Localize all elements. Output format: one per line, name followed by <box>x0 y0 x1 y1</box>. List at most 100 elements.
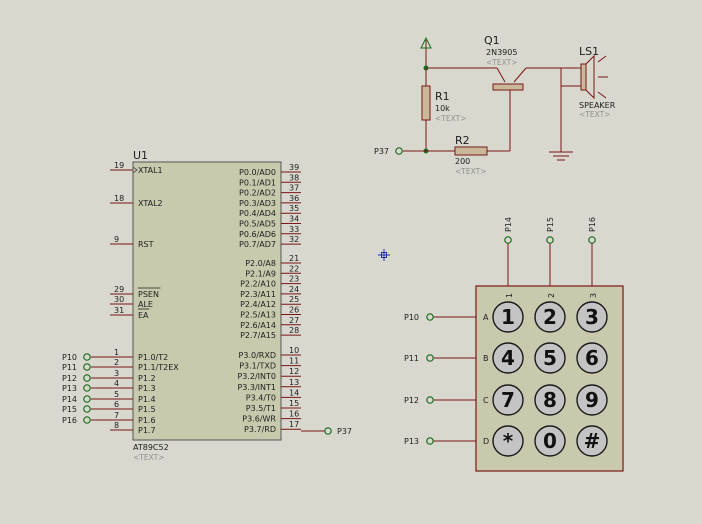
r2-text-label: <TEXT> <box>455 167 486 176</box>
ls1-ref-label: LS1 <box>579 45 599 58</box>
keypad-key-3[interactable]: 3 <box>576 301 608 333</box>
keypad-key-6[interactable]: 6 <box>576 342 608 374</box>
u1-pin-name: P1.5 <box>138 405 156 414</box>
driver-circuit[interactable] <box>403 36 608 161</box>
u1-pin-3[interactable]: 3P1.2 <box>110 369 156 383</box>
keypad-key-2[interactable]: 2 <box>534 301 566 333</box>
u1-pin-name: P2.0/A8 <box>245 259 276 268</box>
u1-pin-7[interactable]: 7P1.6 <box>110 411 156 425</box>
u1-ref-label: U1 <box>133 149 148 162</box>
keypad-key-hash[interactable]: # <box>576 425 608 457</box>
u1-pin-5[interactable]: 5P1.4 <box>110 390 156 404</box>
terminal-p16[interactable]: P16 <box>62 416 110 425</box>
terminal-p14[interactable]: P14 <box>62 395 110 404</box>
keypad-key-4[interactable]: 4 <box>492 342 524 374</box>
keypad-key-star[interactable]: * <box>492 425 524 457</box>
u1-pin-8[interactable]: 8P1.7 <box>110 421 156 435</box>
keypad-key-label: 6 <box>585 346 599 370</box>
u1-pin-number: 10 <box>289 346 299 355</box>
u1-pin-6[interactable]: 6P1.5 <box>110 400 156 414</box>
u1-pin-number: 32 <box>289 235 299 244</box>
terminal-p13[interactable]: P13 <box>62 384 110 393</box>
u1-pin-number: 3 <box>114 369 119 378</box>
terminal-label: P15 <box>62 405 77 414</box>
ls1-text-label: <TEXT> <box>579 110 610 119</box>
q1-transistor[interactable] <box>492 67 583 91</box>
keypad-key-label: 2 <box>543 305 557 329</box>
u1-pin-name: P1.1/T2EX <box>138 363 179 372</box>
terminal-p15[interactable]: P15 <box>62 405 110 414</box>
keypad-key-8[interactable]: 8 <box>534 384 566 416</box>
p37-input-terminal[interactable]: P37 <box>374 147 403 156</box>
keypad-key-9[interactable]: 9 <box>576 384 608 416</box>
terminal-p12[interactable]: P12 <box>62 374 110 383</box>
r1-ref-label: R1 <box>435 90 450 103</box>
u1-pin-2[interactable]: 2P1.1/T2EX <box>110 358 179 372</box>
keypad-key-7[interactable]: 7 <box>492 384 524 416</box>
u1-pin-number: 17 <box>289 420 299 429</box>
u1-p37-terminal[interactable]: P37 <box>301 427 352 436</box>
u1-microcontroller[interactable]: U1 AT89C52 <TEXT> 19XTAL118XTAL29RST29PS… <box>62 149 352 462</box>
terminal-p10[interactable]: P10 <box>62 353 110 362</box>
u1-pin-name: P2.3/A11 <box>240 290 276 299</box>
u1-pin-name: P1.4 <box>138 395 156 404</box>
u1-pin-number: 8 <box>114 421 119 430</box>
u1-pin-1[interactable]: 1P1.0/T2 <box>110 348 168 362</box>
keypad-key-5[interactable]: 5 <box>534 342 566 374</box>
keypad-key-1[interactable]: 1 <box>492 301 524 333</box>
r1-resistor[interactable] <box>421 85 431 121</box>
u1-pin-name: P3.0/RXD <box>239 351 276 360</box>
keypad-key-0[interactable]: 0 <box>534 425 566 457</box>
ls1-part-label: SPEAKER <box>579 101 616 110</box>
u1-pin-number: 19 <box>114 161 124 170</box>
u1-pin-4[interactable]: 4P1.3 <box>110 379 156 393</box>
terminal-p11[interactable]: P11 <box>62 363 110 372</box>
terminal-label: P16 <box>62 416 77 425</box>
u1-pin-name: P2.6/A14 <box>240 321 276 330</box>
u1-pin-number: 36 <box>289 194 299 203</box>
ls1-speaker[interactable] <box>560 54 608 152</box>
u1-pin-number: 29 <box>114 285 124 294</box>
r2-resistor[interactable] <box>454 146 488 156</box>
